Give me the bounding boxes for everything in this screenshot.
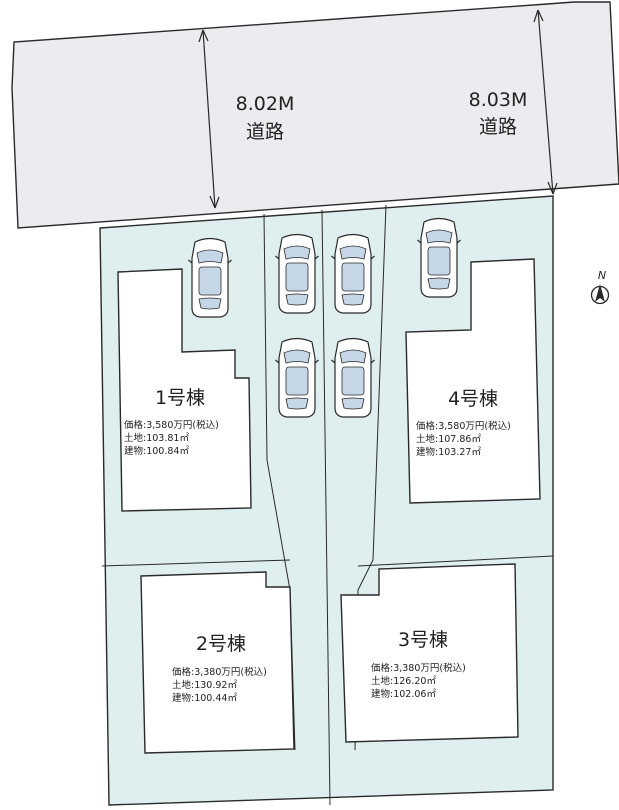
building-3-floor: 建物:102.06㎡: [371, 688, 436, 700]
north-arrow-icon: N: [590, 269, 610, 305]
car-icon: [331, 233, 375, 314]
compass-letter: N: [598, 269, 606, 282]
road-width-arrow-east: [533, 9, 558, 195]
car-icon: [331, 337, 375, 418]
road-width-arrow-west: [198, 29, 220, 209]
building-1-floor: 建物:100.84㎡: [124, 445, 189, 457]
building-1-name: 1号棟: [155, 387, 205, 409]
road-label-west: 道路: [246, 121, 284, 143]
car-icon: [275, 233, 319, 314]
car-icon: [275, 337, 319, 418]
building-1-land: 土地:103.81㎡: [124, 432, 189, 444]
building-3-land: 土地:126.20㎡: [371, 675, 436, 687]
building-4-floor: 建物:103.27㎡: [416, 446, 481, 458]
building-2-name: 2号棟: [196, 633, 246, 655]
building-4-price: 価格:3,580万円(税込): [416, 420, 511, 432]
road-label-east: 道路: [479, 116, 517, 138]
car-icon: [417, 217, 461, 298]
road-width-east: 8.03M: [469, 89, 528, 111]
building-1-price: 価格:3,580万円(税込): [124, 419, 219, 431]
building-3-price: 価格:3,380万円(税込): [371, 662, 466, 674]
building-4-land: 土地:107.86㎡: [416, 433, 481, 445]
building-4-name: 4号棟: [448, 388, 498, 410]
building-3-name: 3号棟: [398, 629, 448, 651]
car-icon: [188, 237, 232, 318]
road-width-west: 8.02M: [236, 93, 295, 115]
building-2-footprint: [140, 571, 295, 754]
building-2-land: 土地:130.92㎡: [172, 679, 237, 691]
building-4-footprint: [405, 258, 541, 504]
building-1-footprint: [117, 268, 252, 512]
building-2-floor: 建物:100.44㎡: [172, 692, 237, 704]
road: [11, 1, 619, 229]
building-3-footprint: [340, 563, 519, 743]
building-2-price: 価格:3,380万円(税込): [172, 666, 267, 678]
